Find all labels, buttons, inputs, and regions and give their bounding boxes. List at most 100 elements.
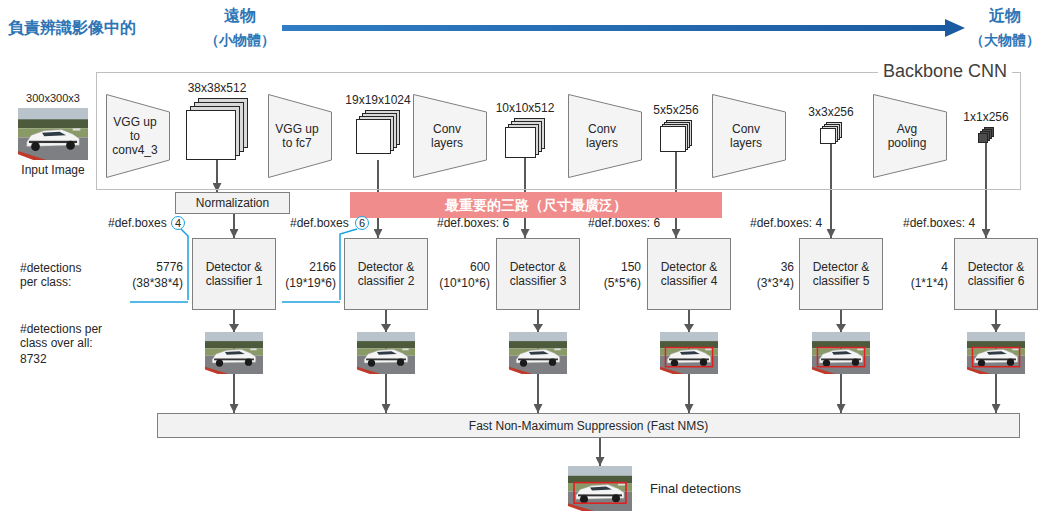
feature-map: 38x38x512 (186, 98, 248, 160)
feature-stack (356, 110, 400, 160)
detection-image (205, 332, 263, 374)
car-photo (568, 466, 632, 511)
arrow-head (836, 324, 846, 332)
default-box-label: #def.boxes (290, 216, 349, 230)
heading-text: 負責辨識影像中的 (8, 18, 136, 38)
photo (568, 466, 632, 511)
detection-count: 5776 (156, 260, 183, 274)
node-text: Detector & classifier 4 (654, 260, 724, 288)
feature-stack (505, 118, 545, 158)
layer-block: Conv layers (568, 94, 642, 178)
connector-arrow (216, 160, 218, 192)
feature-map: 5x5x256 (660, 120, 692, 152)
pooling-block: Avg pooling (873, 94, 947, 178)
node-text: Detector & classifier 1 (199, 260, 269, 288)
feature-stack (186, 98, 248, 160)
feature-map: 1x1x256 (978, 127, 994, 143)
arrow-head (533, 324, 543, 332)
node-text: 5x5x256 (653, 103, 698, 117)
node-text: VGG up to fc7 (272, 122, 322, 150)
detection-image (660, 332, 718, 374)
highlight-band: 最重要的三路（尺寸最廣泛） (350, 192, 722, 218)
node-text: 10x10x512 (496, 101, 555, 115)
node-text: Detector & classifier 6 (961, 260, 1031, 288)
node-text: 38x38x512 (188, 81, 247, 95)
node-text: Final detections (650, 481, 741, 497)
detector-box: Detector & classifier 4 (647, 238, 731, 310)
default-box-label: #def.boxes: 6 (437, 216, 509, 230)
feature-stack (820, 122, 842, 144)
count-formula: (19*19*6) (285, 276, 336, 290)
feature-layer (357, 120, 391, 154)
range-label: 遠物 (224, 6, 256, 26)
detector-box: Detector & classifier 1 (192, 238, 276, 310)
trapezoid-outline (269, 95, 332, 178)
normalization-box: Normalization (175, 192, 290, 214)
feature-stack (978, 127, 994, 143)
feature-layer (661, 127, 686, 152)
trapezoid-outline (874, 95, 947, 178)
node-text: 3x3x256 (808, 105, 853, 119)
node-text: 19x19x1024 (345, 93, 410, 107)
node-text: Detector & classifier 5 (806, 260, 876, 288)
node-text: 300x300x3 (26, 92, 80, 105)
range-label: （大物體） (970, 31, 1040, 49)
detector-box: Detector & classifier 3 (496, 238, 580, 310)
node-text: Conv layers (422, 122, 472, 150)
arrow-head (684, 324, 694, 332)
output-image: Final detections (568, 466, 632, 511)
detection-image (357, 332, 415, 374)
photo (18, 108, 88, 160)
connector-arrow (599, 438, 601, 466)
detection-count: 2166 (309, 260, 336, 274)
callout-number: 4 (171, 216, 185, 230)
arrow-head (991, 324, 1001, 332)
layer-block: Conv layers (413, 94, 487, 178)
default-box-label: #def.boxes (108, 216, 167, 230)
detection-box (574, 483, 626, 504)
node-text: Conv layers (577, 122, 627, 150)
range-label: （小物體） (205, 31, 275, 49)
nms-bar: Fast Non-Maximum Suppression (Fast NMS) (157, 413, 1020, 438)
feature-layer (821, 129, 836, 144)
detection-image (812, 332, 870, 374)
layer-block: Conv layers (712, 94, 786, 178)
layer-block: VGG up to conv4_3 (106, 94, 170, 178)
node-text: Detector & classifier 2 (351, 260, 421, 288)
node-text: Input Image (21, 163, 84, 177)
input-image: 300x300x3Input Image (18, 108, 88, 160)
detection-count: 600 (470, 260, 490, 274)
row-heading: #detections per class over all: (20, 322, 120, 350)
trapezoid-outline (713, 95, 786, 178)
callout-number: 6 (355, 216, 369, 230)
feature-layer (979, 134, 988, 143)
node-text: Normalization (196, 196, 269, 210)
count-formula: (1*1*4) (911, 276, 948, 290)
count-formula: (38*38*4) (132, 276, 183, 290)
default-box-label: #def.boxes: 6 (588, 216, 660, 230)
default-box-label: #def.boxes: 4 (750, 216, 822, 230)
detection-image (509, 332, 567, 374)
node-text: Conv layers (721, 122, 771, 150)
trapezoid-outline (569, 95, 642, 178)
detector-box: Detector & classifier 5 (799, 238, 883, 310)
feature-stack (660, 120, 692, 152)
connector-arrow (830, 144, 832, 238)
node-text: Detector & classifier 3 (503, 260, 573, 288)
node-text: VGG up to conv4_3 (110, 115, 160, 157)
count-formula: (5*5*6) (604, 276, 641, 290)
detection-count: 150 (621, 260, 641, 274)
arrow-head (381, 324, 391, 332)
detection-image (967, 332, 1025, 374)
trapezoid-outline (107, 95, 170, 178)
feature-map: 3x3x256 (820, 122, 842, 144)
node-text: Fast Non-Maximum Suppression (Fast NMS) (469, 419, 708, 433)
detection-count: 4 (941, 260, 948, 274)
node-text: Backbone CNN (878, 60, 1012, 82)
trapezoid-outline (414, 95, 487, 178)
feature-map: 10x10x512 (505, 118, 545, 158)
feature-layer (187, 111, 236, 160)
detector-box: Detector & classifier 2 (344, 238, 428, 310)
row-heading: #detections per class: (20, 261, 100, 289)
